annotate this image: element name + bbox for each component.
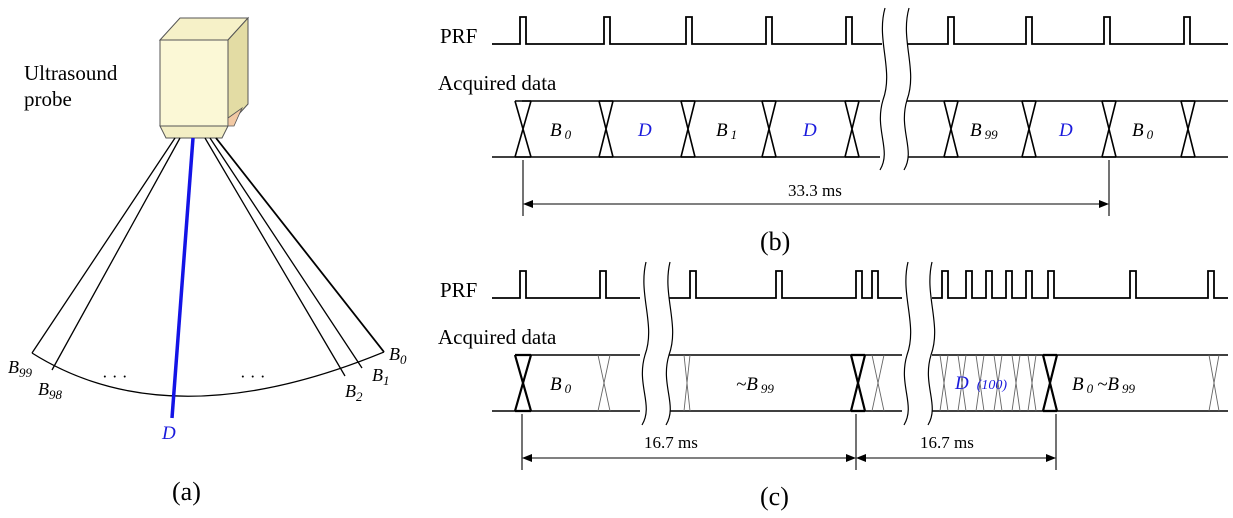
beam-line-b98 — [51, 137, 181, 371]
break-mark-c2 — [903, 261, 936, 426]
caption-b: (b) — [760, 227, 790, 256]
cell-d-1: D — [637, 120, 652, 141]
caption-a: (a) — [172, 477, 201, 506]
cell-d-2: D — [802, 120, 817, 141]
label-b2: B2 — [345, 381, 363, 404]
cell-c-d: D(100) — [954, 373, 1007, 394]
ellipsis-right: · · · — [240, 367, 265, 386]
panel-c: PRF Acquired data — [438, 261, 1228, 511]
acquired-label-c: Acquired data — [438, 325, 557, 349]
label-doppler: D — [161, 423, 176, 444]
panel-a: Ultrasound probe · · · · · · B99 B98 B2 … — [8, 16, 407, 506]
acquired-label-b: Acquired data — [438, 71, 557, 95]
break-mark-b — [879, 7, 912, 171]
measure-c-label-1: 16.7 ms — [644, 433, 698, 452]
prf-label-c: PRF — [440, 278, 477, 302]
label-b0: B0 — [389, 344, 407, 367]
measure-c-label-2: 16.7 ms — [920, 433, 974, 452]
measure-b — [522, 160, 1110, 216]
scan-lines — [31, 137, 385, 397]
scan-arc — [31, 351, 385, 397]
prf-waveform-b — [492, 16, 1228, 45]
probe-label-line2: probe — [24, 87, 72, 111]
label-b1: B1 — [372, 365, 390, 388]
break-mark-c1 — [641, 261, 674, 426]
beam-line-b2 — [204, 137, 346, 377]
ellipsis-left: · · · — [102, 367, 127, 386]
measure-b-label: 33.3 ms — [788, 181, 842, 200]
beam-line-b0 — [215, 137, 385, 353]
cell-d-3: D — [1058, 120, 1073, 141]
probe-label-line1: Ultrasound — [24, 61, 118, 85]
data-bus-c-thin-crossings — [597, 354, 1220, 412]
data-bus-c — [492, 353, 1228, 413]
measure-c — [521, 414, 1057, 470]
doppler-line — [170, 137, 195, 419]
ultrasound-probe — [158, 16, 250, 139]
caption-c: (c) — [760, 482, 789, 511]
prf-waveform-c — [492, 270, 1228, 299]
prf-label-b: PRF — [440, 24, 477, 48]
label-b98: B98 — [38, 379, 63, 402]
beam-line-b1 — [209, 137, 363, 369]
data-bus-b — [492, 100, 1228, 158]
beam-line-b99 — [31, 137, 176, 354]
label-b99: B99 — [8, 357, 33, 380]
